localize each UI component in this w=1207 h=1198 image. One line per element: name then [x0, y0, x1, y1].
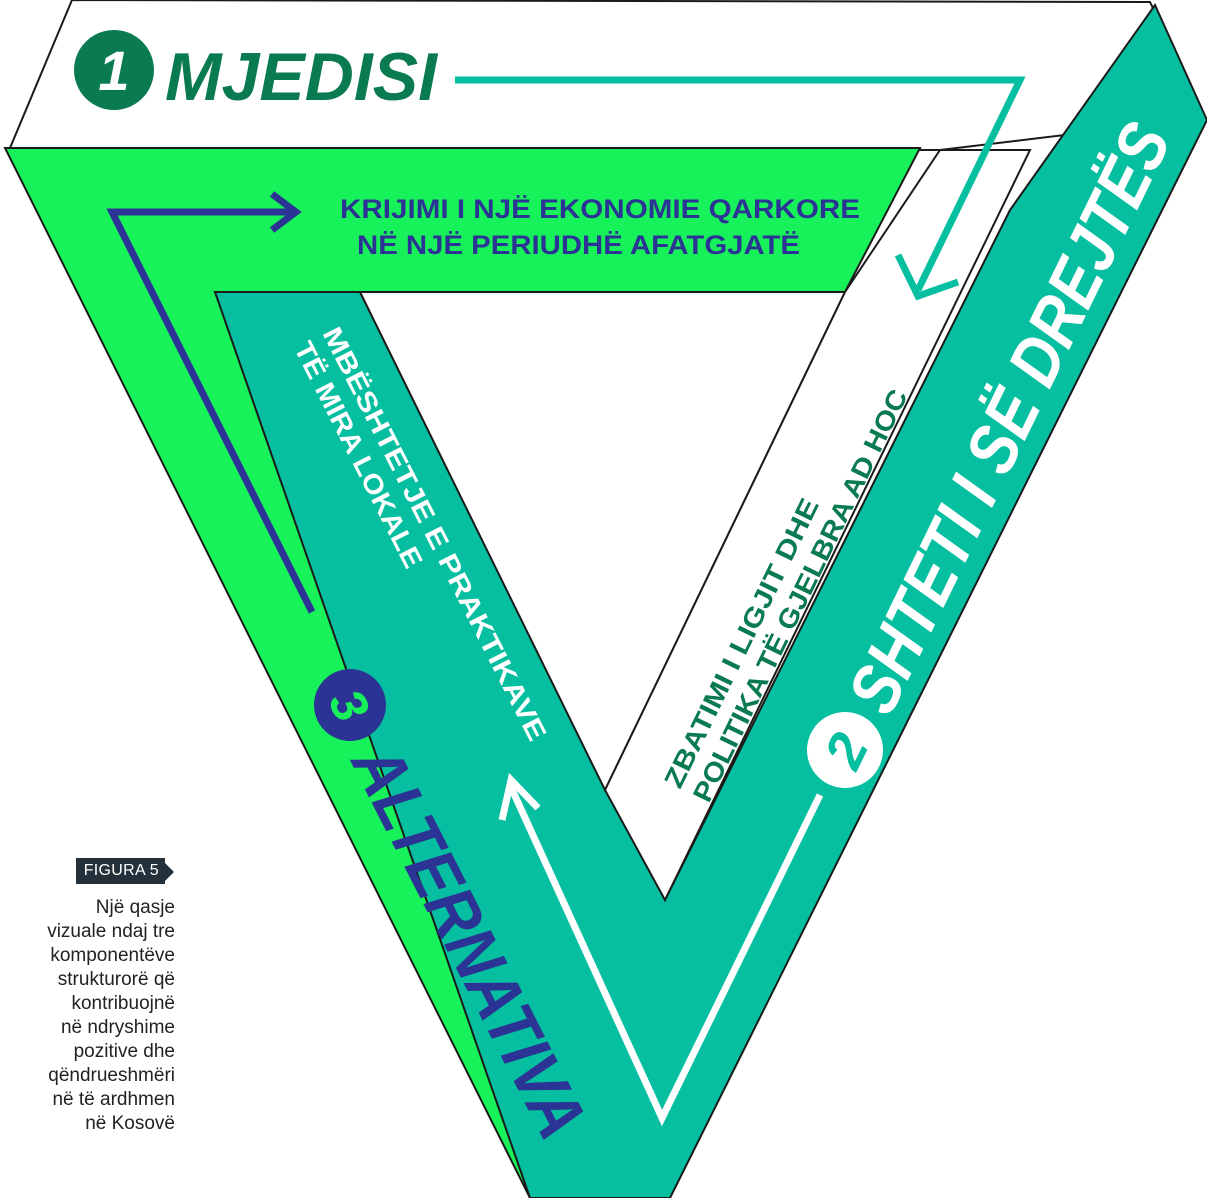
number-1: 1: [98, 39, 129, 102]
arrow-alternativa-to-mjedisi-head: [269, 191, 302, 233]
title-mjedisi: MJEDISI: [165, 39, 439, 115]
arrow-shteti-to-alternativa-head: [498, 772, 541, 821]
band-mjedisi-inner: [603, 149, 1032, 903]
statement-1-line-2: NË NJË PERIUDHË AFATGJATË: [357, 230, 800, 260]
figure-caption-text: Një qasje vizuale ndaj tre komponentëve …: [47, 897, 175, 1134]
arrow-mjedisi-to-shteti-head: [894, 253, 960, 301]
figure-label-badge: FIGURA 5: [75, 858, 175, 884]
arrow-mjedisi-to-shteti: [455, 76, 1026, 292]
figure-caption: FIGURA 5 Një qasje vizuale ndaj tre komp…: [0, 858, 175, 1136]
arrow-alternativa-to-mjedisi: [106, 208, 316, 614]
number-3-badge: [314, 669, 386, 741]
band-shteti: [213, 2, 1207, 1198]
number-1-badge: [74, 30, 154, 110]
statement-1-line-1: KRIJIMI I NJË EKONOMIE QARKORE: [340, 194, 860, 224]
component-1-heading: 1 MJEDISI: [74, 30, 439, 115]
arrow-shteti-to-alternativa: [506, 783, 824, 1127]
number-2-badge: [807, 712, 883, 788]
